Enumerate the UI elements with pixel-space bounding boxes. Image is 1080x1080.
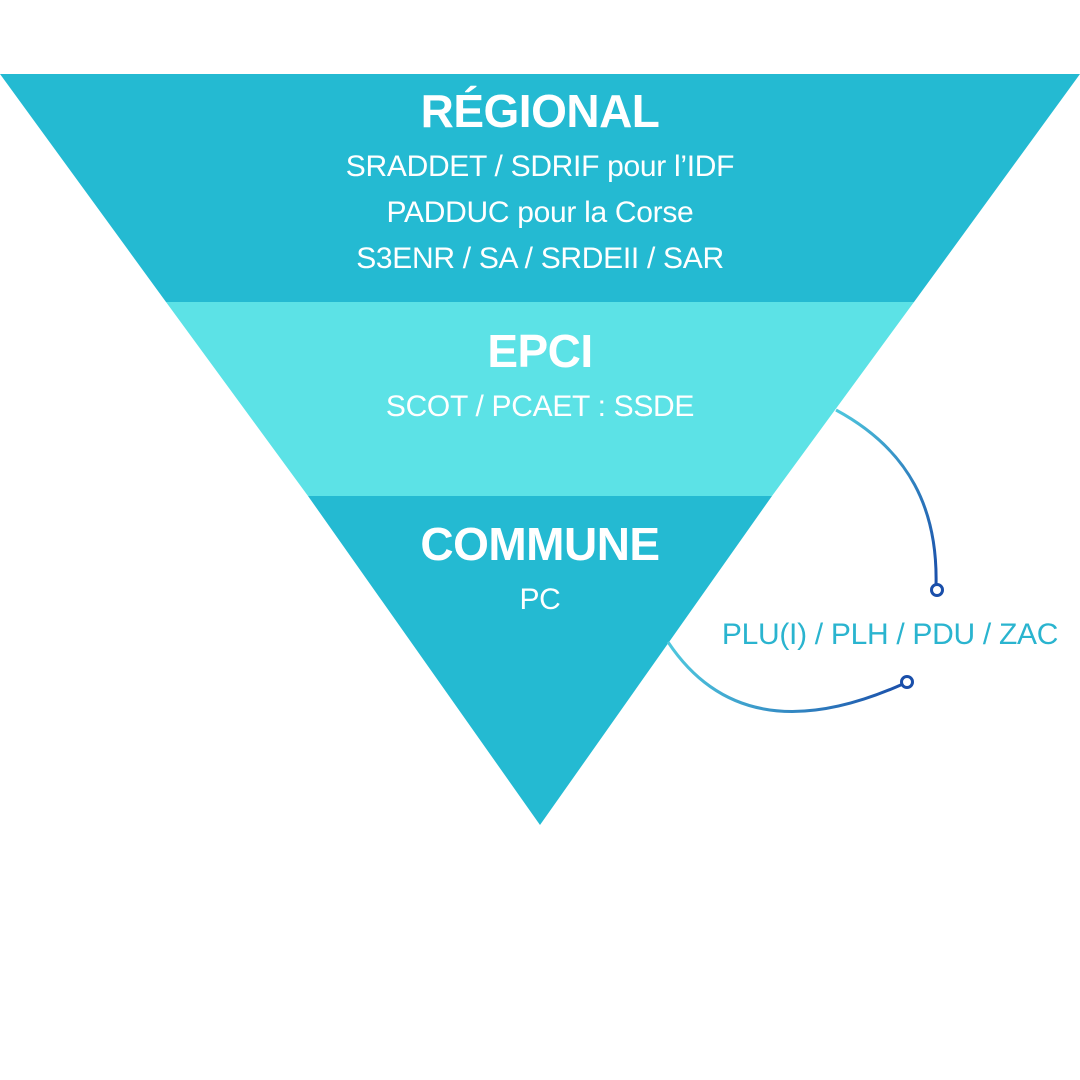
side-annotation-label: PLU(I) / PLH / PDU / ZAC [721, 618, 1059, 651]
tier-epci-line-1: SCOT / PCAET : SSDE [385, 390, 695, 423]
tier-commune-shape [308, 496, 772, 825]
tier-commune-title: COMMUNE [420, 518, 660, 570]
tier-regional-title: RÉGIONAL [420, 85, 660, 137]
tier-epci-title: EPCI [487, 325, 593, 377]
tier-regional-line-2: PADDUC pour la Corse [386, 196, 694, 229]
tier-regional-line-3: S3ENR / SA / SRDEII / SAR [356, 242, 724, 275]
tier-commune-line-1: PC [519, 583, 561, 616]
tier-epci-shape [166, 302, 914, 496]
tier-regional-shape [0, 74, 1080, 302]
connector-commune [666, 641, 904, 714]
connector-epci-endpoint [930, 583, 944, 597]
tier-regional-line-1: SRADDET / SDRIF pour l’IDF [345, 150, 735, 183]
connector-epci [835, 408, 938, 587]
connector-commune-endpoint [900, 675, 914, 689]
